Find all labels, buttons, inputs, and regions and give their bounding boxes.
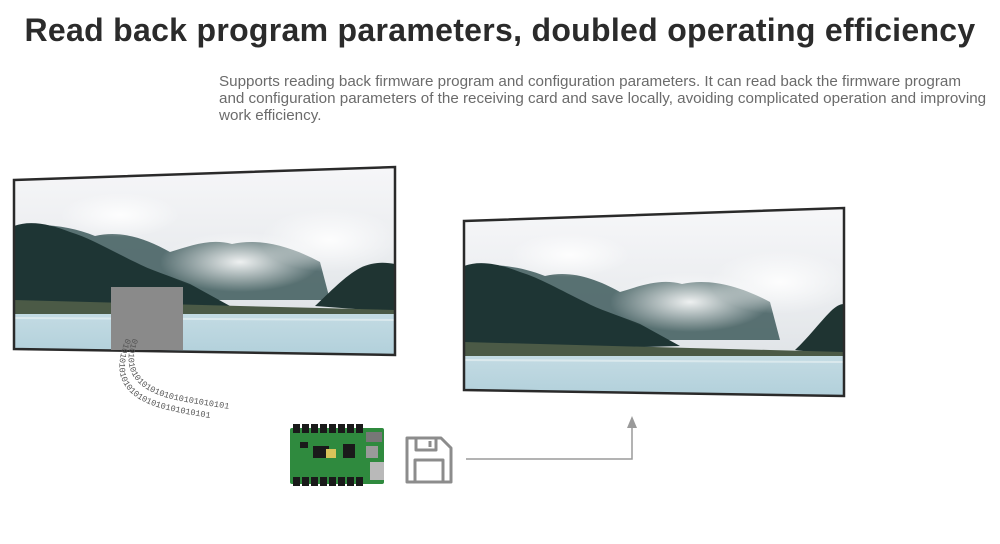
save-to-screen-connector <box>466 416 637 460</box>
selected-region <box>111 287 183 350</box>
floppy-disk-icon <box>405 436 453 484</box>
page-title: Read back program parameters, doubled op… <box>24 12 976 48</box>
arrow-up-icon <box>627 416 637 428</box>
source-led-screen <box>12 165 397 357</box>
feature-description: Supports reading back firmware program a… <box>219 73 987 124</box>
receiving-card-icon <box>290 424 384 486</box>
target-led-screen <box>462 206 846 398</box>
